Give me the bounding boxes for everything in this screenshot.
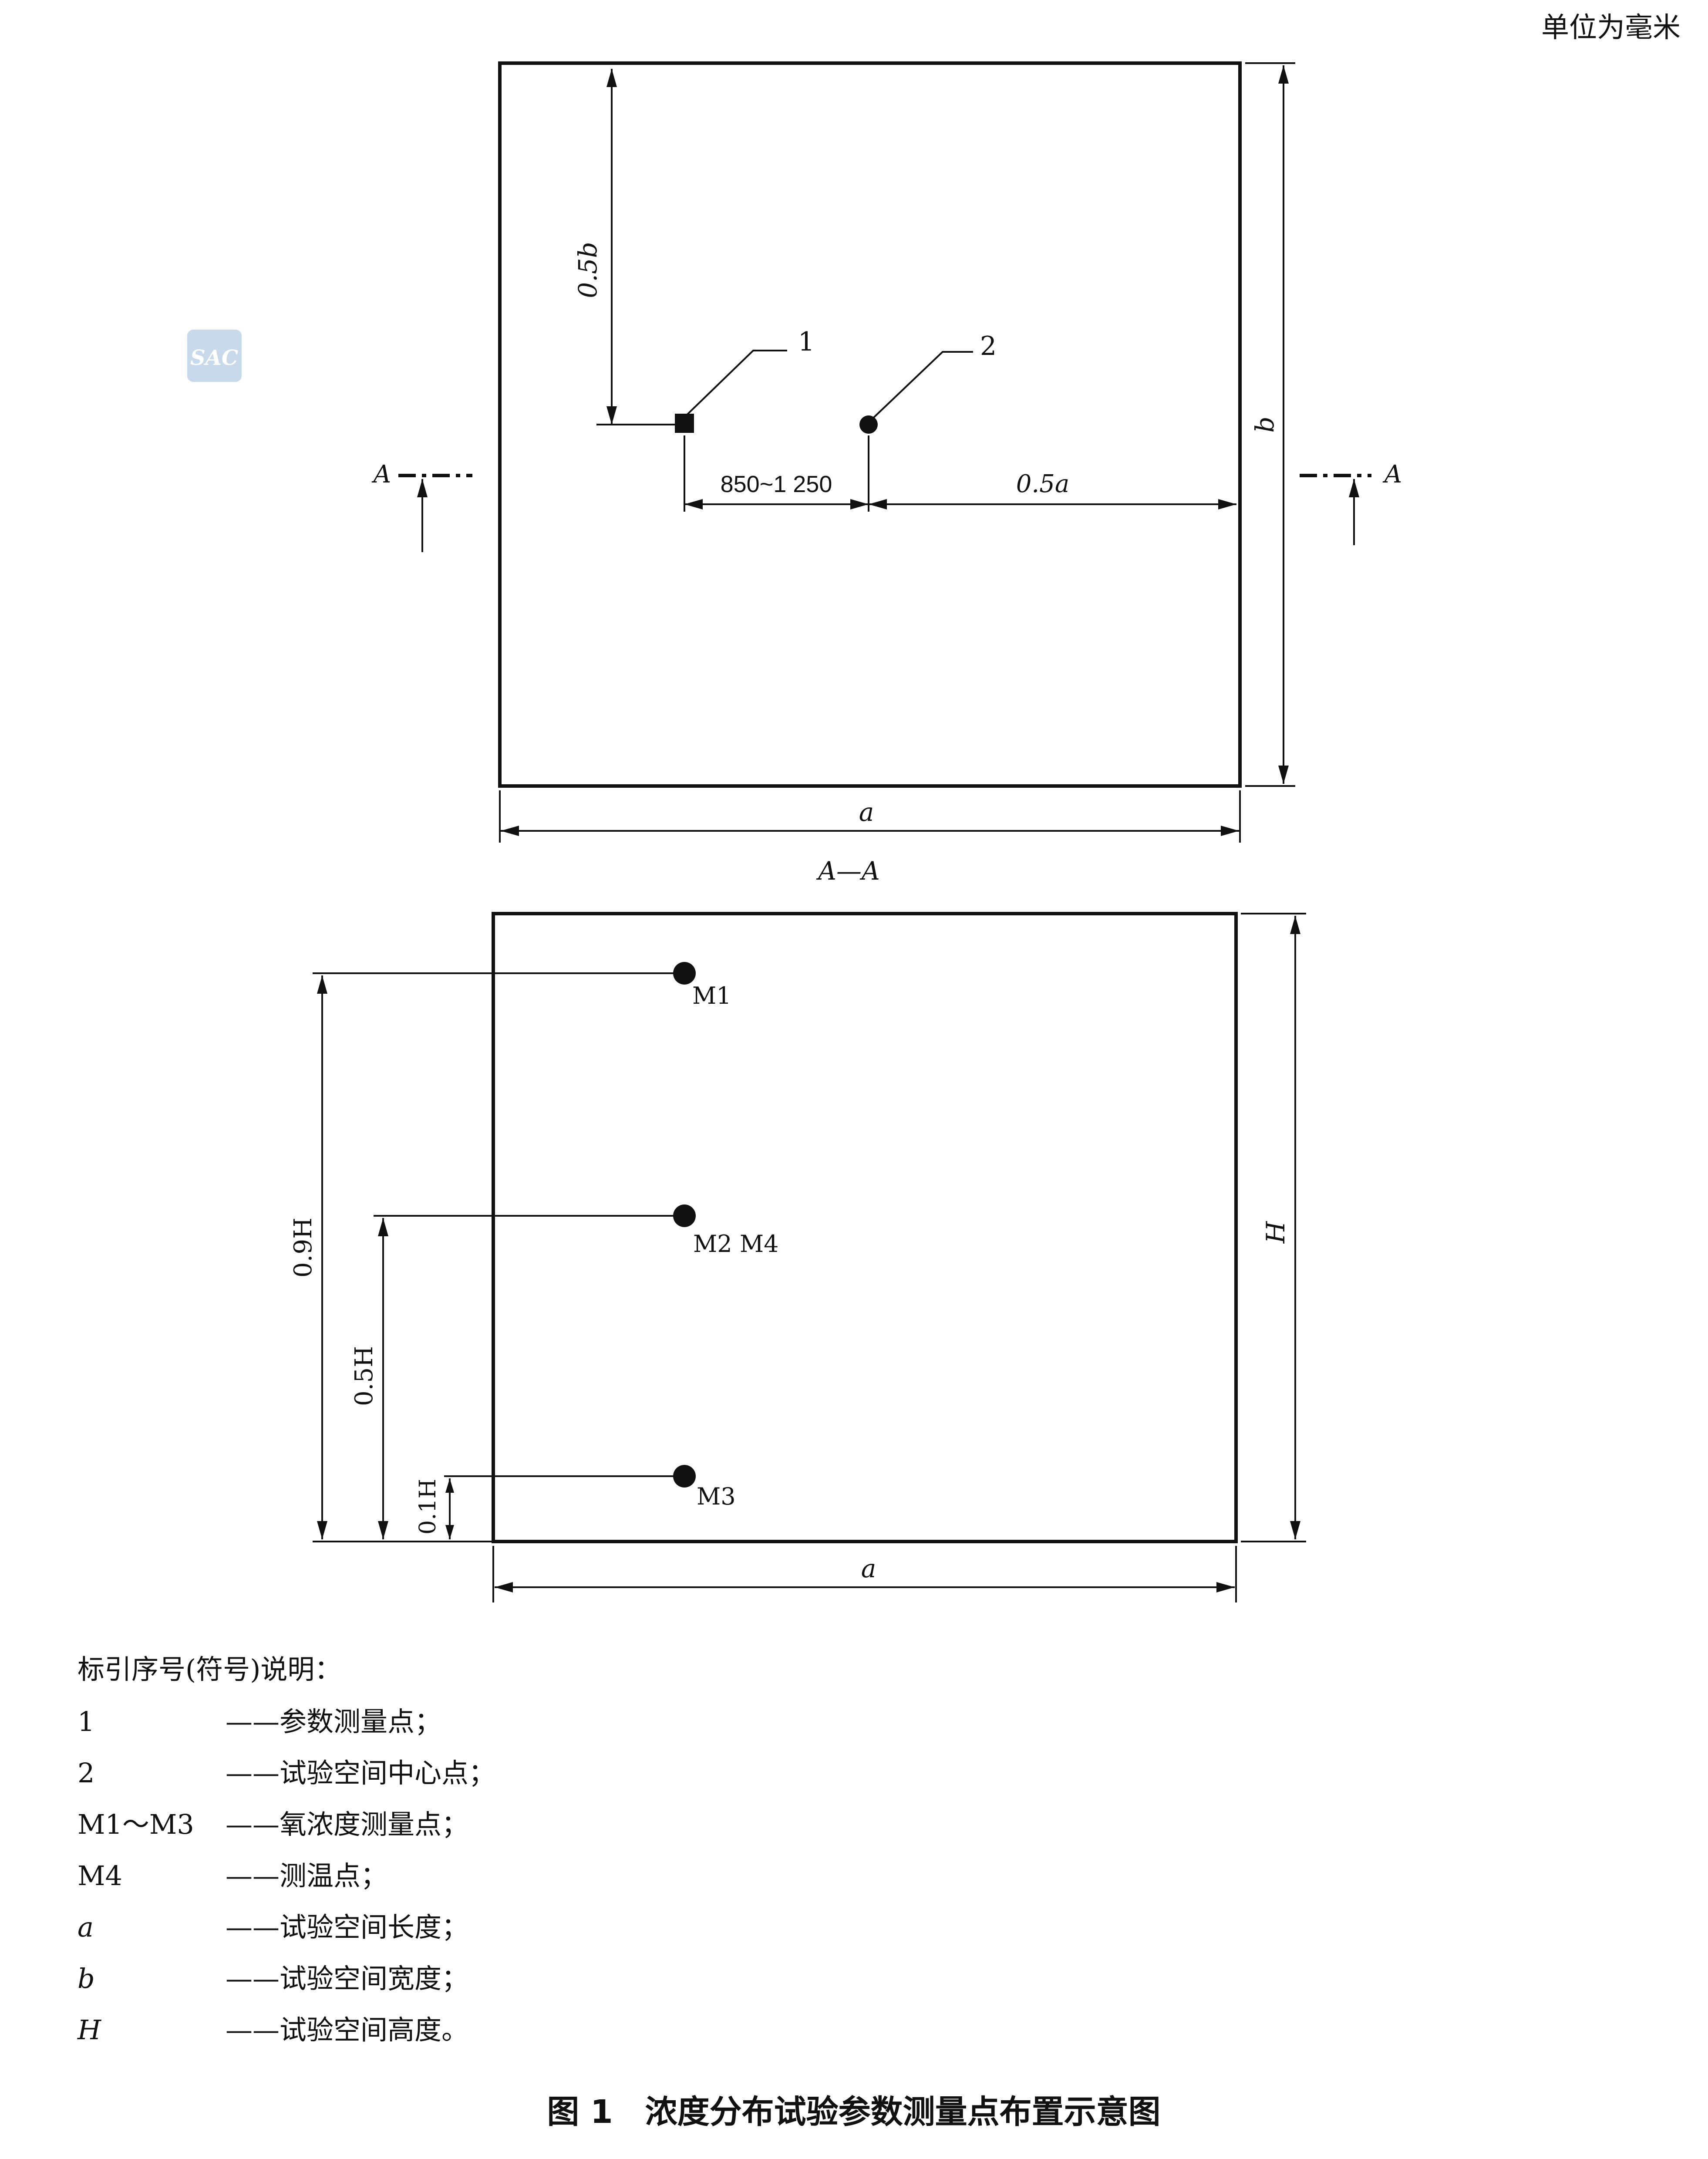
measurement-point-m1: [673, 962, 696, 985]
legend-desc: ——试验空间高度。: [226, 2014, 468, 2046]
arrow-up: [317, 975, 327, 994]
measurement-point-m3: [673, 1465, 696, 1488]
legend-key: M1～M3: [77, 1808, 194, 1840]
legend-desc: ——试验空间中心点；: [226, 1757, 495, 1789]
arrow-right: [1216, 1582, 1235, 1592]
arrow-right: [1221, 826, 1239, 836]
label-m2-m4: M2 M4: [693, 1230, 778, 1258]
watermark-text: SAC: [190, 346, 238, 370]
arrow-down: [606, 406, 617, 425]
legend-desc: ——氧浓度测量点；: [226, 1808, 468, 1840]
dim-h-label: H: [1261, 1221, 1290, 1244]
callout-2: 2: [980, 331, 997, 361]
legend-desc: ——测温点；: [226, 1860, 387, 1892]
arrow-down: [1290, 1521, 1300, 1539]
legend-key: a: [77, 1911, 94, 1943]
plan-view: 0.5b 1 2 850~1 250 0.5a b a: [371, 61, 1402, 843]
figure-caption: 图 1 浓度分布试验参数测量点布置示意图: [547, 2093, 1160, 2131]
arrow-down: [1278, 766, 1289, 784]
section-label-a: A: [1382, 460, 1402, 489]
label-m1: M1: [692, 982, 731, 1009]
label-m3: M3: [697, 1483, 736, 1510]
legend-desc: ——试验空间宽度；: [226, 1963, 468, 1994]
arrow-down: [378, 1521, 388, 1539]
dim-b-label: b: [1250, 416, 1280, 432]
legend-desc: ——参数测量点；: [226, 1706, 441, 1737]
legend: 标引序号(符号)说明： 1 ——参数测量点； 2 ——试验空间中心点； M1～M…: [77, 1653, 495, 2046]
dim-a-label: a: [861, 1554, 876, 1583]
legend-heading: 标引序号(符号)说明：: [77, 1653, 341, 1685]
legend-key: 1: [77, 1706, 94, 1737]
arrow-left: [869, 499, 887, 509]
arrow-up: [417, 479, 428, 497]
arrow-left: [501, 826, 519, 836]
dim-05h-label: 0.5H: [350, 1346, 378, 1406]
dim-a-label: a: [859, 797, 874, 827]
legend-key: 2: [77, 1757, 94, 1789]
plan-room-outline: [498, 61, 1242, 788]
leader-line-2: [868, 351, 973, 423]
arrow-up: [445, 1478, 454, 1493]
dim-850-1250-label: 850~1 250: [721, 471, 832, 497]
section-title: A—A: [816, 856, 880, 886]
section-room-outline: [492, 912, 1238, 1543]
legend-key: H: [77, 2014, 102, 2046]
arrow-up: [1278, 65, 1289, 84]
arrow-left: [684, 499, 703, 509]
legend-desc: ——试验空间长度；: [226, 1911, 468, 1943]
callout-1: 1: [798, 327, 815, 357]
arrow-up: [378, 1218, 388, 1236]
arrow-right: [1218, 499, 1236, 509]
dim-01h-label: 0.1H: [415, 1479, 441, 1535]
section-marker-right: A: [1300, 460, 1402, 545]
arrow-right: [850, 499, 869, 509]
measurement-point-m2-m4: [673, 1204, 696, 1227]
dim-half-b-label: 0.5b: [573, 242, 603, 298]
arrow-down: [317, 1521, 327, 1539]
legend-key: b: [77, 1963, 95, 1994]
arrow-left: [495, 1582, 513, 1592]
section-label-a: A: [371, 460, 391, 489]
section-marker-left: A: [371, 460, 472, 552]
dim-09h-label: 0.9H: [289, 1218, 317, 1278]
watermark-badge: [187, 330, 242, 382]
arrow-up: [1290, 916, 1300, 934]
dim-half-a-label: 0.5a: [1016, 470, 1069, 498]
arrow-up: [1349, 479, 1359, 497]
leader-line-1: [684, 350, 787, 418]
arrow-up: [606, 69, 617, 87]
section-view: M1 M2 M4 M3 0.9H 0.5H 0.1H H: [289, 912, 1306, 1602]
center-point-circle: [859, 415, 878, 434]
arrow-down: [445, 1525, 454, 1539]
unit-note: 单位为毫米: [1541, 12, 1681, 44]
legend-key: M4: [77, 1860, 122, 1892]
sac-watermark-logo: SAC: [187, 330, 242, 382]
